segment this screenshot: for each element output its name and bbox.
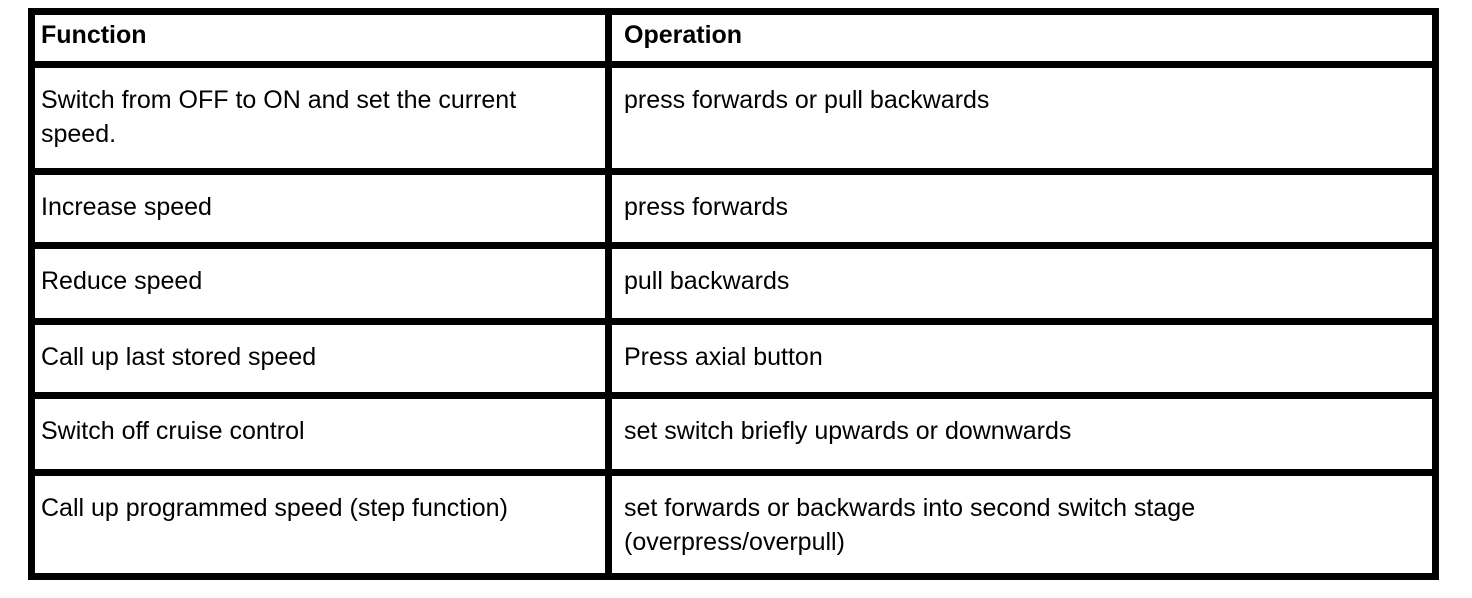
operation-cell: set forwards or backwards into second sw… xyxy=(605,469,1439,580)
operation-cell: press forwards xyxy=(605,168,1439,249)
function-cell: Call up programmed speed (step function) xyxy=(28,469,612,580)
operation-cell: pull backwards xyxy=(605,242,1439,325)
table-header-row: Function Operation xyxy=(28,8,1439,68)
function-cell: Switch from OFF to ON and set the curren… xyxy=(28,61,612,175)
table-row: Call up programmed speed (step function)… xyxy=(28,469,1439,580)
function-cell: Switch off cruise control xyxy=(28,392,612,476)
table-row: Call up last stored speed Press axial bu… xyxy=(28,318,1439,399)
cruise-control-function-table: Function Operation Switch from OFF to ON… xyxy=(28,8,1439,580)
table-row: Switch from OFF to ON and set the curren… xyxy=(28,61,1439,175)
operation-cell: Press axial button xyxy=(605,318,1439,399)
table-row: Reduce speed pull backwards xyxy=(28,242,1439,325)
function-cell: Increase speed xyxy=(28,168,612,249)
table-row: Switch off cruise control set switch bri… xyxy=(28,392,1439,476)
column-header-operation: Operation xyxy=(605,8,1439,68)
function-cell: Reduce speed xyxy=(28,242,612,325)
operation-cell: press forwards or pull backwards xyxy=(605,61,1439,175)
table-row: Increase speed press forwards xyxy=(28,168,1439,249)
column-header-function: Function xyxy=(28,8,612,68)
function-cell: Call up last stored speed xyxy=(28,318,612,399)
operation-cell: set switch briefly upwards or downwards xyxy=(605,392,1439,476)
